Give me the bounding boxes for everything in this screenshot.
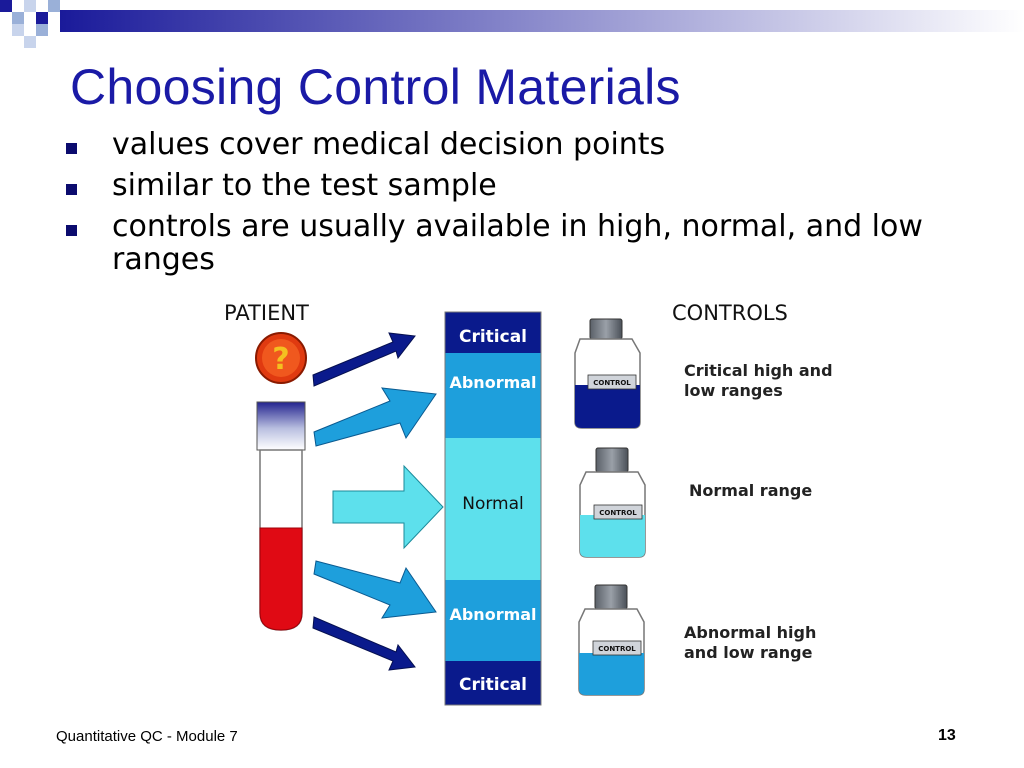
abnormal-low-segment: [445, 580, 541, 661]
critical-low-label: Critical: [459, 675, 527, 695]
patient-heading: PATIENT: [224, 301, 309, 325]
arrow-to-critical-high-icon: [312, 332, 416, 387]
svg-text:CONTROL: CONTROL: [593, 379, 631, 387]
slide-title: Choosing Control Materials: [70, 59, 681, 115]
abnormal-high-label: Abnormal: [449, 373, 536, 392]
bullet-square-icon: [66, 184, 77, 195]
critical-high-segment: [445, 312, 541, 353]
critical-control-bottle-icon: CONTROL: [574, 318, 641, 429]
controls-heading: CONTROLS: [672, 301, 788, 325]
arrow-to-normal-icon: [332, 464, 444, 550]
critical-control-description: low ranges: [684, 381, 783, 400]
range-bar: Critical Abnormal Normal Abnormal Critic…: [444, 311, 542, 706]
bullet-item: similar to the test sample: [62, 169, 962, 202]
normal-label: Normal: [462, 494, 524, 514]
normal-control-description: Normal range: [689, 481, 812, 500]
critical-low-segment: [445, 661, 541, 705]
svg-text:?: ?: [272, 342, 289, 377]
bullet-item: values cover medical decision points: [62, 128, 962, 161]
svg-text:CONTROL: CONTROL: [598, 645, 636, 653]
critical-control-description: Critical high and: [684, 361, 833, 380]
svg-text:CONTROL: CONTROL: [599, 509, 637, 517]
footer-text: Quantitative QC - Module 7: [56, 728, 238, 745]
abnormal-high-segment: [445, 353, 541, 438]
arrow-to-abnormal-high-icon: [313, 387, 437, 447]
abnormal-low-label: Abnormal: [449, 605, 536, 624]
question-icon: ?: [255, 332, 307, 384]
title-decoration: [0, 0, 1024, 48]
abnormal-control-description: and low range: [684, 643, 813, 662]
abnormal-control-description: Abnormal high: [684, 623, 816, 642]
bullet-item: controls are usually available in high, …: [62, 210, 962, 276]
page-number: 13: [938, 727, 956, 744]
bullet-square-icon: [66, 143, 77, 154]
normal-control-bottle-icon: CONTROL: [579, 447, 646, 558]
arrow-to-critical-low-icon: [312, 616, 416, 671]
bullet-square-icon: [66, 225, 77, 236]
critical-high-label: Critical: [459, 327, 527, 347]
bullet-list: values cover medical decision points sim…: [62, 128, 962, 284]
normal-segment: [445, 438, 541, 580]
abnormal-control-bottle-icon: CONTROL: [578, 584, 645, 696]
test-tube-icon: [256, 401, 306, 631]
control-materials-diagram: PATIENT ? Critical Abnormal Normal Abnor…: [224, 301, 833, 706]
arrow-to-abnormal-low-icon: [313, 560, 437, 619]
